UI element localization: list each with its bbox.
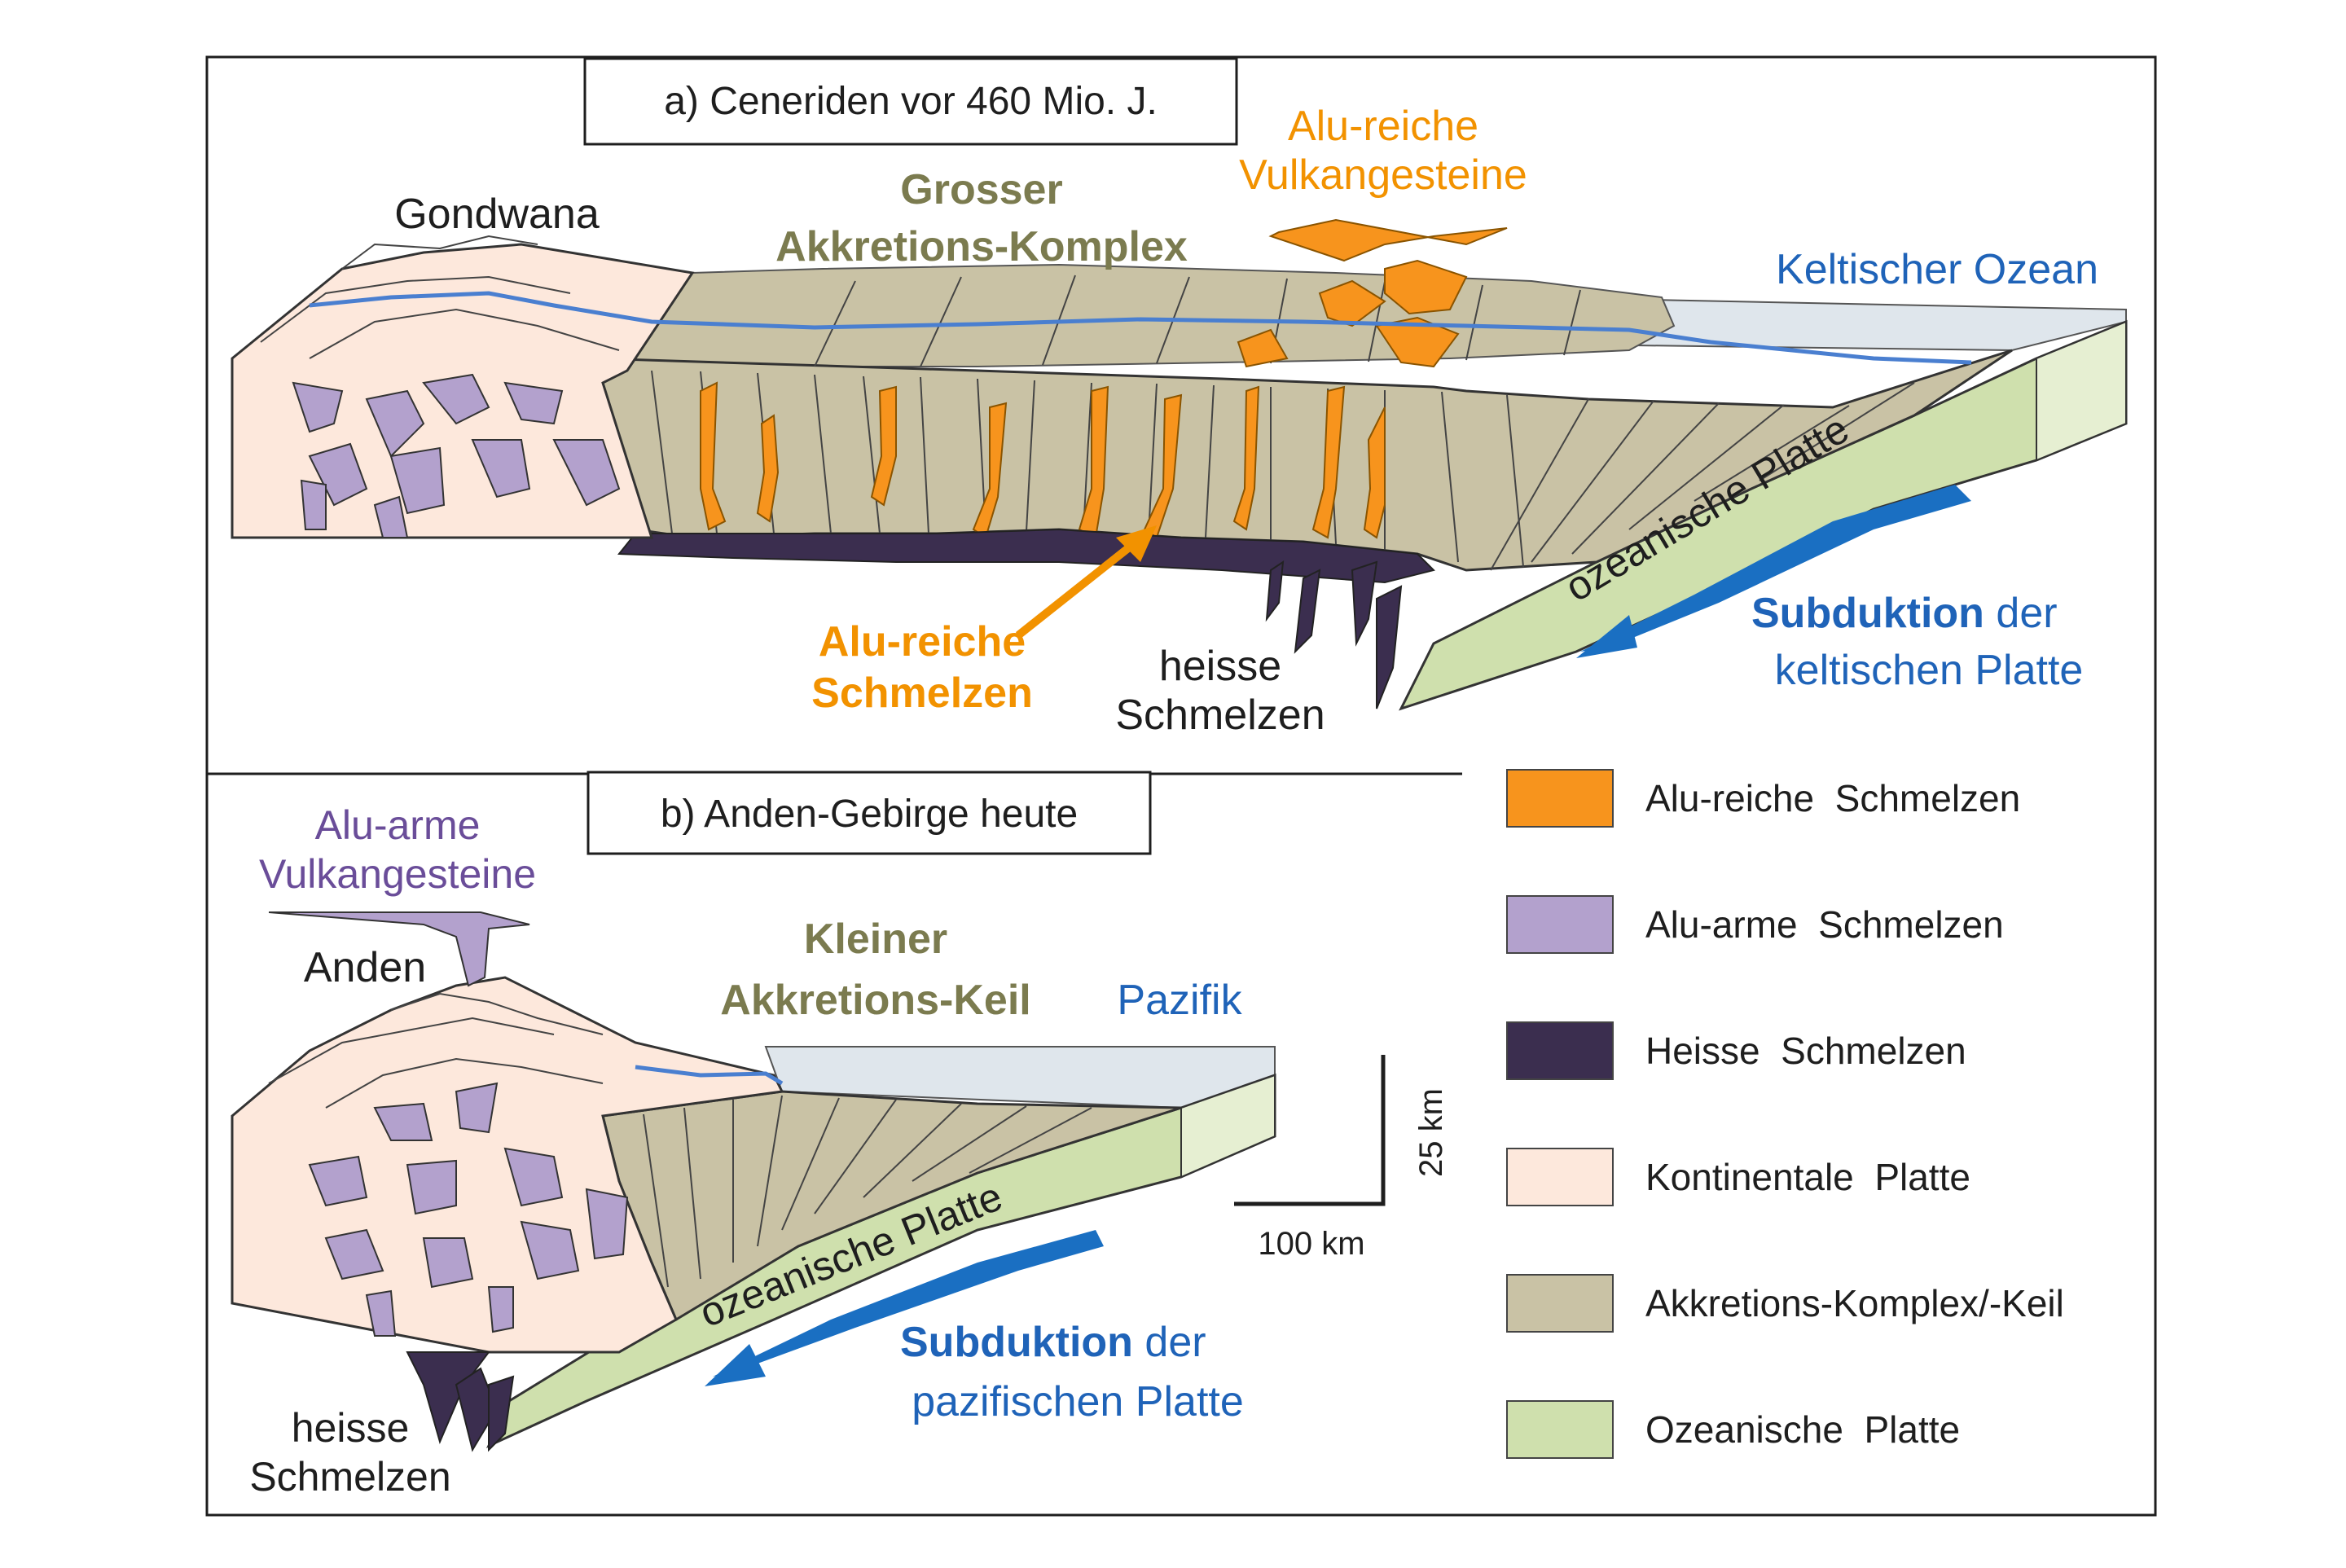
label-subduction-line2-a: keltischen Platte — [1775, 647, 2084, 694]
label-ocean-b: Pazifik — [1117, 977, 1242, 1024]
legend-label: Akkretions-Komplex/-Keil — [1645, 1282, 2064, 1324]
label-hot-line2-a: Schmelzen — [1115, 692, 1325, 739]
subduction-rest-a: der — [1984, 590, 2058, 637]
hot-melts-b — [406, 1351, 515, 1452]
label-volcanic-line2-a: Vulkangesteine — [1239, 152, 1527, 199]
legend-swatch — [1506, 769, 1614, 828]
legend-label: Kontinentale Platte — [1645, 1156, 1970, 1198]
subduction-bold-b: Subduktion — [900, 1319, 1133, 1366]
label-accretion-line2-a: Akkretions-Komplex — [775, 223, 1188, 270]
hot-melt-band-a — [617, 528, 1435, 584]
legend-swatch — [1506, 1148, 1614, 1206]
panel-a: a) Ceneriden vor 460 Mio. J. Gondwana Gr… — [231, 57, 2128, 739]
accretion-wedge-b — [601, 1090, 1182, 1322]
alu-poor-volcanic-b — [268, 911, 530, 987]
subduction-bold-a: Subduktion — [1751, 590, 1984, 637]
legend-label: Alu-reiche Schmelzen — [1645, 777, 2020, 819]
subduction-arrowhead-a — [1576, 615, 1637, 658]
legend-label: Alu-arme Schmelzen — [1645, 903, 2004, 946]
accretion-lines-b — [643, 1095, 1092, 1288]
alu-poor-melts-a — [292, 373, 621, 538]
legend-label: Heisse Schmelzen — [1645, 1030, 1966, 1072]
label-subduction-a: Subduktion der — [1751, 590, 2058, 637]
label-volcanic-line1-a: Alu-reiche — [1288, 103, 1478, 150]
legend-swatch — [1506, 895, 1614, 954]
figure-frame — [205, 55, 2157, 1517]
continental-ridges-a — [260, 235, 620, 359]
label-hot-line1-a: heisse — [1159, 643, 1281, 690]
label-accretion-line1-b: Kleiner — [804, 916, 947, 963]
label-volcanic-line1-b: Alu-arme — [315, 802, 481, 848]
continental-ridges-b — [268, 992, 604, 1109]
subduction-arrow-b — [713, 1230, 1104, 1377]
alu-poor-melts-b — [308, 1082, 629, 1337]
label-subduction-line2-b: pazifischen Platte — [912, 1378, 1244, 1425]
label-gondwana: Gondwana — [394, 191, 600, 238]
panel-a-title: a) Ceneriden vor 460 Mio. J. — [664, 80, 1158, 123]
subduction-arrowhead-b — [705, 1344, 766, 1386]
subduction-rest-b: der — [1133, 1319, 1206, 1366]
label-hot-line1-b: heisse — [292, 1405, 410, 1451]
scale-horizontal-label: 100 km — [1258, 1226, 1364, 1262]
legend-swatch — [1506, 1021, 1614, 1080]
melt-pointer-arrow — [1015, 538, 1140, 639]
oceanic-plate-front-a — [2036, 320, 2127, 462]
panel-a-title-box — [583, 57, 1238, 146]
label-subduction-b: Subduktion der — [900, 1319, 1206, 1366]
panel-b-title-box — [586, 771, 1152, 855]
panel-b: b) Anden-Gebirge heute Alu-arme Vulkange… — [231, 771, 1276, 1500]
oceanic-plate-front-b — [1180, 1074, 1276, 1179]
melt-pointer-arrowhead — [1116, 525, 1157, 562]
label-andes: Anden — [304, 944, 426, 991]
hot-melt-plumes-a — [1265, 560, 1403, 709]
label-hot-line2-b: Schmelzen — [249, 1454, 450, 1500]
river-a — [309, 291, 1972, 365]
label-melts-line2-a: Schmelzen — [811, 670, 1033, 717]
legend-swatch — [1506, 1400, 1614, 1459]
label-accretion-line1-a: Grosser — [900, 166, 1062, 213]
label-ocean-a: Keltischer Ozean — [1776, 246, 2098, 293]
alu-rich-melts-a — [700, 218, 1508, 539]
label-melts-line1-a: Alu-reiche — [819, 618, 1026, 665]
subduction-arrow-a — [1580, 485, 1971, 652]
panel-b-title: b) Anden-Gebirge heute — [661, 793, 1078, 836]
scale-vertical-label: 25 km — [1413, 1088, 1449, 1177]
scale-bar-lines — [1234, 1055, 1386, 1206]
legend-swatch — [1506, 1274, 1614, 1333]
river-b — [635, 1065, 784, 1086]
scale-bar: 25 km 100 km — [1234, 1055, 1449, 1262]
label-volcanic-line2-b: Vulkangesteine — [259, 851, 536, 897]
legend-label: Ozeanische Platte — [1645, 1408, 1960, 1451]
label-accretion-line2-b: Akkretions-Keil — [720, 977, 1030, 1024]
